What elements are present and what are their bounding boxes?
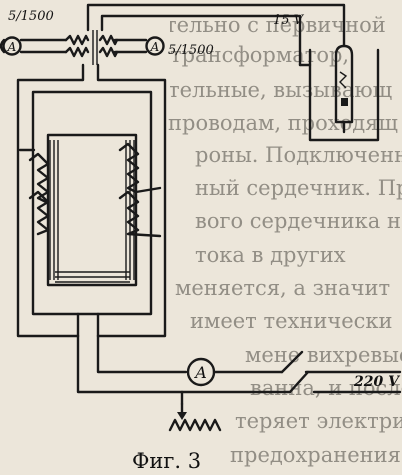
bg-line: тельные, вызывающ xyxy=(168,78,392,102)
bg-line: вого сердечника на xyxy=(195,209,402,233)
bg-line: ванна, и после сварки xyxy=(250,376,402,400)
bottom-junction xyxy=(76,312,100,338)
lamp-wire-inner xyxy=(100,14,302,67)
ct-coil-right-icon xyxy=(98,34,119,58)
winding-right-lower-icon xyxy=(118,190,162,238)
core-window-icon xyxy=(46,133,138,287)
winding-left-lower-icon xyxy=(28,190,50,236)
ammeter-main-label: A xyxy=(193,363,207,382)
rheostat-arrowhead-icon xyxy=(177,412,187,420)
ratio-right-label: 5/1500 xyxy=(168,43,214,58)
winding-right-upper-icon xyxy=(118,142,162,194)
lamp-wire-top xyxy=(86,3,346,47)
figure-caption: Фиг. 3 xyxy=(132,449,201,473)
bg-line: тока в других xyxy=(195,243,346,267)
bg-line: мене вихревые отм xyxy=(245,343,402,367)
ammeter-left-leads xyxy=(0,38,68,54)
lamp-circuit: 15 V xyxy=(86,3,380,142)
ammeter-left-label: A xyxy=(7,40,17,54)
bg-line: трансформатор, xyxy=(170,43,349,67)
lamp-voltage-label: 15 V xyxy=(273,13,305,28)
supply-wire-upper xyxy=(96,334,188,374)
lamp-bulb-icon xyxy=(334,44,354,124)
lead-outer-left xyxy=(16,63,85,338)
supply-voltage-label: 220 V xyxy=(353,374,401,390)
rheostat-icon[interactable] xyxy=(168,418,222,432)
bg-line: теряет электрический xyxy=(235,409,402,433)
bg-line: роны. Подключенн xyxy=(195,143,402,167)
core-laminations-icon xyxy=(49,140,135,283)
main-transformer xyxy=(16,63,167,338)
ammeter-right-label: A xyxy=(150,40,160,54)
lamp-holder-icon xyxy=(308,48,380,142)
supply-wire-lower xyxy=(76,334,292,394)
bg-line: предохранения от xyxy=(230,443,402,467)
ct-coil-left-icon xyxy=(64,34,90,58)
ct-core-icon xyxy=(92,30,98,65)
bg-line: ный сердечник. При xyxy=(195,176,402,200)
ammeter-right-icon xyxy=(145,36,165,56)
bg-line: меняется, а значит xyxy=(175,276,390,300)
core-outer-icon xyxy=(31,90,153,316)
lead-outer-right xyxy=(96,63,167,338)
bg-line: проводам, проходящ xyxy=(168,111,398,135)
ratio-left-label: 5/1500 xyxy=(8,9,54,24)
lamp-base-icon xyxy=(341,98,348,106)
bg-line: имеет технически xyxy=(190,309,393,333)
background-text: тельно с первичной трансформатор, тельны… xyxy=(165,13,402,467)
supply-circuit: A 220 V xyxy=(76,334,402,432)
switch-icon[interactable] xyxy=(280,350,310,394)
lamp-filament-icon xyxy=(339,71,348,89)
ammeter-right-leads xyxy=(113,38,148,54)
ammeter-left-icon xyxy=(2,36,22,56)
